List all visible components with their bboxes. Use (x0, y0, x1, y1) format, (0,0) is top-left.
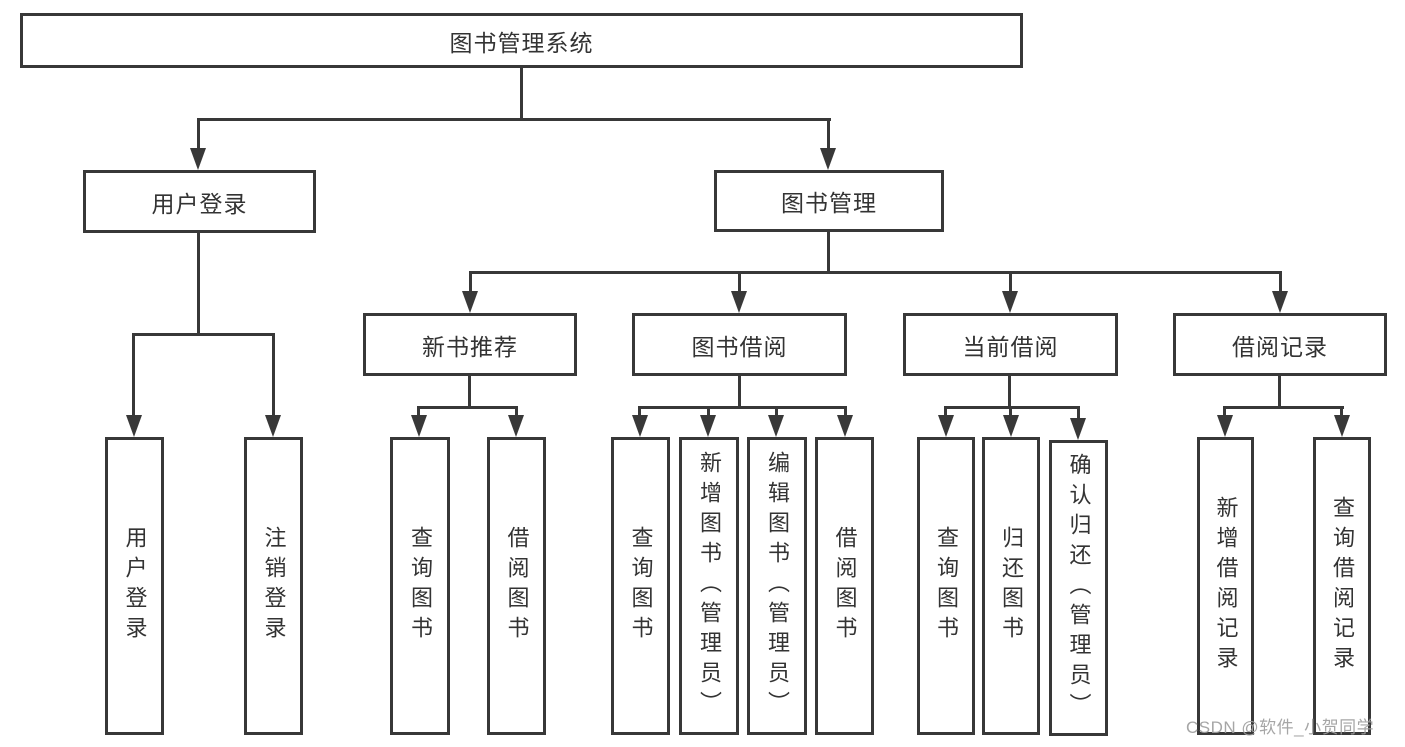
connector-line (469, 271, 1282, 274)
node-root-library-system: 图书管理系统 (20, 13, 1023, 68)
connector-line (272, 333, 275, 419)
arrow-down-icon (632, 415, 648, 437)
connector-line (1223, 406, 1344, 409)
connector-line (1279, 271, 1282, 295)
arrow-down-icon (700, 415, 716, 437)
arrow-down-icon (1070, 418, 1086, 440)
leaf-user-login: 用户登录 (105, 437, 164, 735)
leaf-borrow-books-1: 借阅图书 (487, 437, 546, 735)
connector-line (1008, 376, 1011, 409)
leaf-query-books-1: 查询图书 (390, 437, 450, 735)
leaf-query-books-3: 查询图书 (917, 437, 975, 735)
arrow-down-icon (411, 415, 427, 437)
connector-line (944, 406, 947, 419)
node-label: 查询图书 (934, 526, 959, 646)
node-label: 图书管理系统 (449, 29, 594, 56)
leaf-borrow-books-2: 借阅图书 (815, 437, 874, 735)
node-label: 新书推荐 (422, 333, 518, 360)
connector-line (417, 406, 518, 409)
connector-line (738, 376, 741, 409)
leaf-logout: 注销登录 (244, 437, 303, 735)
node-label: 图书管理 (781, 190, 877, 216)
node-borrow-records: 借阅记录 (1173, 313, 1387, 376)
connector-line (844, 406, 847, 419)
leaf-edit-book-admin: 编辑图书（管理员） (747, 437, 807, 735)
node-book-borrow: 图书借阅 (632, 313, 847, 376)
arrow-down-icon (1002, 291, 1018, 313)
connector-line (468, 376, 471, 409)
connector-line (827, 118, 830, 152)
node-label: 新增图书（管理员） (697, 451, 722, 721)
node-new-book-recommend: 新书推荐 (363, 313, 577, 376)
connector-line (469, 271, 472, 295)
node-label: 借阅图书 (504, 526, 530, 646)
connector-line (1009, 406, 1012, 419)
arrow-down-icon (126, 415, 142, 437)
node-label: 查询图书 (408, 526, 433, 646)
connector-line (944, 406, 1080, 409)
connector-line (638, 406, 641, 419)
arrow-down-icon (508, 415, 524, 437)
arrow-down-icon (1217, 415, 1233, 437)
connector-line (515, 406, 518, 419)
connector-line (1223, 406, 1226, 419)
connector-line (132, 333, 135, 419)
leaf-return-book: 归还图书 (982, 437, 1040, 735)
node-label: 新增借阅记录 (1213, 496, 1239, 676)
node-label: 图书借阅 (691, 333, 788, 360)
node-label: 用户登录 (151, 190, 248, 217)
connector-line (417, 406, 420, 419)
arrow-down-icon (190, 148, 206, 170)
node-label: 借阅记录 (1232, 333, 1328, 360)
node-book-management: 图书管理 (714, 170, 944, 232)
connector-line (1340, 406, 1343, 419)
arrow-down-icon (462, 291, 478, 313)
connector-line (1278, 376, 1281, 409)
arrow-down-icon (820, 148, 836, 170)
node-label: 编辑图书（管理员） (765, 451, 790, 721)
leaf-add-book-admin: 新增图书（管理员） (679, 437, 739, 735)
node-label: 借阅图书 (832, 526, 858, 646)
leaf-query-books-2: 查询图书 (611, 437, 670, 735)
arrow-down-icon (731, 291, 747, 313)
connector-line (1009, 271, 1012, 295)
leaf-add-borrow-record: 新增借阅记录 (1197, 437, 1254, 735)
node-label: 注销登录 (261, 526, 287, 646)
connector-line (197, 233, 200, 336)
node-label: 确认归还（管理员） (1066, 453, 1092, 723)
connector-line (1077, 406, 1080, 421)
node-current-borrow: 当前借阅 (903, 313, 1118, 376)
leaf-confirm-return-admin: 确认归还（管理员） (1049, 440, 1108, 736)
node-label: 归还图书 (999, 526, 1024, 646)
connector-line (197, 118, 200, 152)
connector-line (827, 232, 830, 274)
connector-line (638, 406, 847, 409)
arrow-down-icon (1003, 415, 1019, 437)
connector-line (707, 406, 710, 419)
connector-line (197, 118, 831, 121)
connector-line (738, 271, 741, 295)
arrow-down-icon (837, 415, 853, 437)
leaf-query-borrow-record: 查询借阅记录 (1313, 437, 1371, 735)
node-user-login-branch: 用户登录 (83, 170, 316, 233)
connector-line (775, 406, 778, 419)
arrow-down-icon (265, 415, 281, 437)
node-label: 查询借阅记录 (1330, 496, 1355, 676)
node-label: 当前借阅 (962, 333, 1059, 360)
arrow-down-icon (1334, 415, 1350, 437)
node-label: 查询图书 (628, 526, 654, 646)
connector-line (132, 333, 275, 336)
node-label: 用户登录 (122, 526, 148, 646)
arrow-down-icon (1272, 291, 1288, 313)
arrow-down-icon (938, 415, 954, 437)
csdn-watermark: CSDN @软件_小贺同学 (1186, 718, 1375, 737)
arrow-down-icon (768, 415, 784, 437)
connector-line (520, 66, 523, 118)
